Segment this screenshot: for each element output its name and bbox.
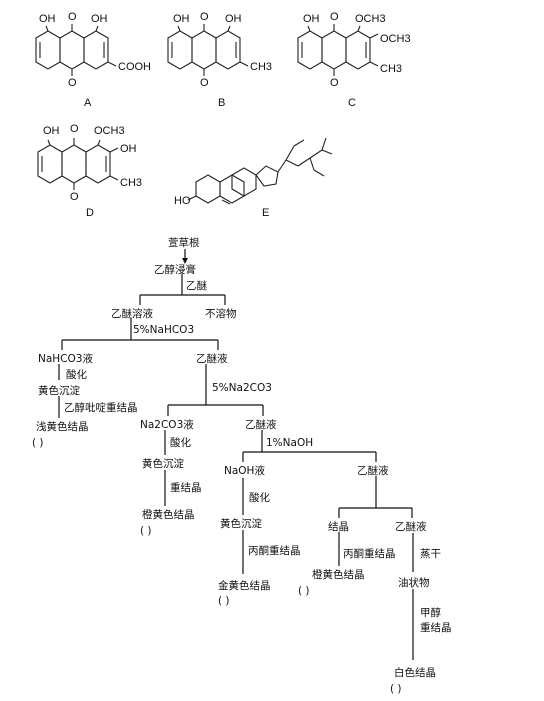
node-yellow-ppt-2: 黄色沉淀: [142, 457, 184, 470]
a-carbonyl-bottom: O: [68, 77, 77, 89]
e-hydroxyl: HO: [174, 195, 191, 207]
node-yellow-ppt-3: 黄色沉淀: [220, 517, 262, 530]
reagent-acidify-2: 酸化: [170, 436, 191, 449]
reagent-nahco3: 5%NaHCO3: [133, 324, 194, 336]
node-naoh-liquid: NaOH液: [224, 464, 265, 477]
c-methyl: CH3: [380, 63, 402, 75]
answer-blank-4: ( ): [298, 585, 310, 597]
node-start: 萱草根: [168, 236, 200, 249]
flowchart-text: 萱草根 乙醇浸膏 乙醚 乙醚溶液 不溶物 5%NaHCO3 NaHCO3液 酸化…: [32, 236, 452, 695]
answer-blank-2: ( ): [140, 525, 152, 537]
reagent-acidify-3: 酸化: [249, 491, 270, 504]
c-carbonyl-top: O: [330, 11, 339, 23]
answer-blank-1: ( ): [32, 437, 44, 449]
node-white-crystal: 白色结晶: [394, 666, 436, 679]
node-ether-liquid-1: 乙醚液: [196, 352, 228, 365]
structure-c-label: C: [348, 97, 356, 109]
structure-c: [297, 24, 379, 76]
structure-d: [37, 138, 119, 190]
structure-e-label: E: [262, 207, 269, 219]
d-oh-left: OH: [43, 125, 60, 137]
b-carbonyl-bottom: O: [200, 77, 209, 89]
a-oh-left: OH: [39, 13, 56, 25]
d-carbonyl-bottom: O: [70, 191, 79, 203]
reagent-naoh: 1%NaOH: [266, 437, 313, 449]
reagent-methanol: 甲醇: [420, 606, 441, 619]
answer-blank-5: ( ): [390, 683, 402, 695]
d-oh-side: OH: [120, 143, 137, 155]
structure-a: [35, 24, 117, 76]
c-och3-top: OCH3: [355, 13, 386, 25]
node-ether-liquid-2: 乙醚液: [245, 418, 277, 431]
node-na2co3-liquid: Na2CO3液: [140, 418, 194, 431]
reagent-ether: 乙醚: [186, 279, 207, 292]
d-methyl: CH3: [120, 177, 142, 189]
reagent-evaporate: 蒸干: [420, 548, 441, 560]
node-ether-solution: 乙醚溶液: [111, 307, 153, 320]
node-orange-yellow-crystal-2: 橙黄色结晶: [312, 568, 365, 581]
structure-e: [187, 137, 333, 205]
node-orange-yellow-crystal-1: 橙黄色结晶: [142, 508, 195, 521]
d-carbonyl-top: O: [70, 123, 79, 135]
reagent-na2co3: 5%Na2CO3: [212, 382, 272, 394]
reagent-acidify-1: 酸化: [66, 368, 87, 381]
node-ethanol-extract: 乙醇浸膏: [154, 263, 196, 276]
structure-b: [167, 24, 249, 76]
reagent-ethanol-pyridine: 乙醇吡啶重结晶: [64, 401, 138, 414]
a-cooh: COOH: [118, 61, 151, 73]
d-och3: OCH3: [94, 125, 125, 137]
b-methyl: CH3: [250, 61, 272, 73]
reagent-recrystallize: 重结晶: [170, 481, 202, 494]
node-insoluble: 不溶物: [205, 307, 237, 320]
node-nahco3-liquid: NaHCO3液: [38, 352, 93, 365]
c-oh-left: OH: [303, 13, 320, 25]
flowchart-lines: [58, 249, 414, 660]
a-carbonyl-top: O: [68, 11, 77, 23]
a-oh-right: OH: [91, 13, 108, 25]
b-carbonyl-top: O: [200, 11, 209, 23]
b-oh-left: OH: [173, 13, 190, 25]
c-carbonyl-bottom: O: [330, 77, 339, 89]
node-light-yellow-crystal: 浅黄色结晶: [36, 420, 89, 433]
structure-d-label: D: [86, 207, 94, 219]
c-och3-side: OCH3: [380, 33, 411, 45]
node-oily: 油状物: [398, 576, 430, 589]
node-ether-liquid-4: 乙醚液: [395, 520, 427, 533]
node-crystal: 结晶: [328, 520, 349, 533]
structure-a-label: A: [84, 97, 92, 109]
reagent-acetone-1: 丙酮重结晶: [248, 544, 301, 557]
b-oh-right: OH: [225, 13, 242, 25]
reagent-acetone-2: 丙酮重结晶: [343, 547, 396, 560]
node-ether-liquid-3: 乙醚液: [357, 464, 389, 477]
answer-blank-3: ( ): [218, 595, 230, 607]
reagent-recrystallize-3: 重结晶: [420, 621, 452, 634]
node-yellow-ppt-1: 黄色沉淀: [38, 384, 80, 397]
node-golden-yellow-crystal: 金黄色结晶: [218, 579, 271, 592]
structure-b-label: B: [218, 97, 225, 109]
